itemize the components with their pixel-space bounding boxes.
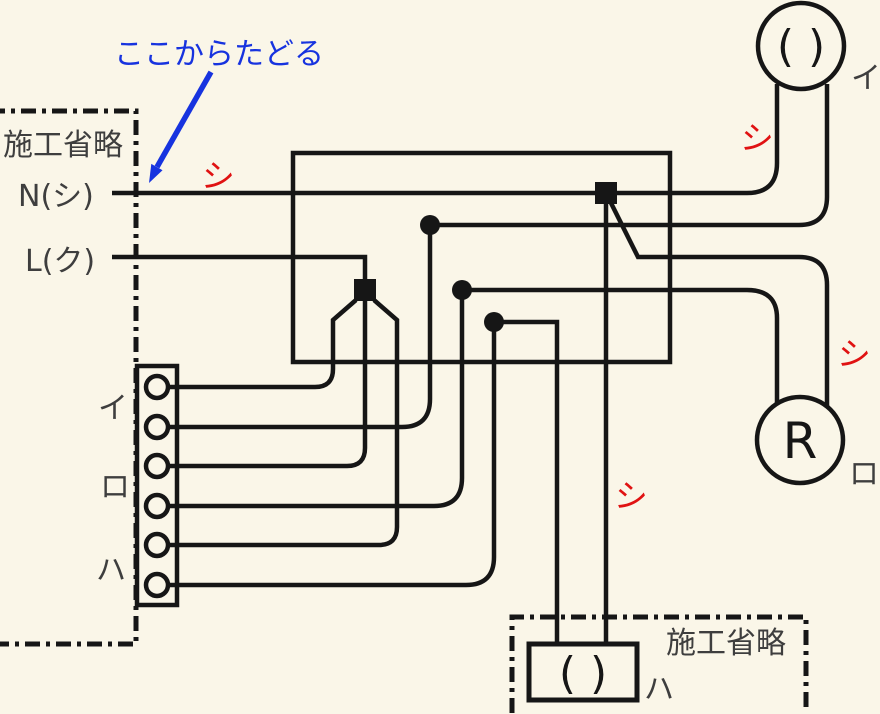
lamp-r-circle	[754, 394, 846, 486]
live-label: L(ク)	[25, 244, 95, 279]
switch-terminal-block	[134, 363, 180, 608]
terminal-5	[143, 531, 171, 559]
terminal-4	[143, 492, 171, 520]
annotation-arrow-head	[149, 163, 163, 183]
terminal-2	[143, 413, 171, 441]
wire-dot3-to-terminal6	[166, 322, 497, 588]
lamp-r-symbol: R	[783, 412, 818, 470]
terminal-1	[143, 373, 171, 401]
wire-dot2-to-terminal4	[166, 290, 465, 509]
connection-square-live	[354, 279, 376, 301]
wire-square-to-terminal1	[166, 298, 358, 390]
lamp-ha-symbol: ( )	[559, 648, 607, 699]
terminal-6	[143, 571, 171, 599]
neutral-label: N(シ)	[18, 179, 94, 214]
annotation-text: ここからたどる	[114, 37, 324, 72]
junction-dot-3	[484, 312, 504, 332]
switch-label-i: イ	[98, 391, 128, 426]
wire-neutral-to-lamp-i	[112, 84, 780, 196]
annotation-arrow-shaft	[154, 70, 214, 169]
lamp-i-circle	[755, 0, 847, 92]
lamp-ha-label: ハ	[644, 672, 674, 707]
wire-dot1-to-terminal2	[166, 225, 433, 430]
switch-label-ro: ロ	[100, 470, 130, 505]
bottom-panel-label: 施工省略	[666, 626, 786, 661]
wire-square-to-terminal5	[166, 298, 400, 548]
lamp-r-label: ロ	[849, 457, 879, 492]
lamp-i-label: イ	[851, 61, 880, 96]
switch-label-ha: ハ	[96, 553, 126, 588]
wire-tag-lamp-ha: シ	[612, 475, 650, 518]
wire-tag-lamp-i: シ	[738, 117, 776, 160]
wire-lamp-i-return	[430, 84, 830, 228]
connection-square-neutral	[595, 182, 617, 204]
wire-tag-neutral-source: シ	[199, 155, 237, 198]
wire-dot2-to-lamp-r	[462, 287, 780, 406]
junction-dot-1	[420, 215, 440, 235]
wire-tag-lamp-r: シ	[835, 333, 873, 376]
terminal-3	[143, 452, 171, 480]
source-panel-label: 施工省略	[3, 128, 123, 163]
wire-live-to-square	[112, 254, 368, 280]
lamp-i-symbol: ( )	[777, 21, 825, 72]
wire-neutral-to-lamp-r	[608, 201, 830, 406]
wire-square-to-terminal3	[166, 300, 368, 469]
bottom-panel-box	[509, 614, 809, 713]
junction-dot-2	[452, 280, 472, 300]
wire-dot3-to-lamp-ha	[494, 319, 560, 644]
lamp-ha-box	[526, 641, 640, 703]
